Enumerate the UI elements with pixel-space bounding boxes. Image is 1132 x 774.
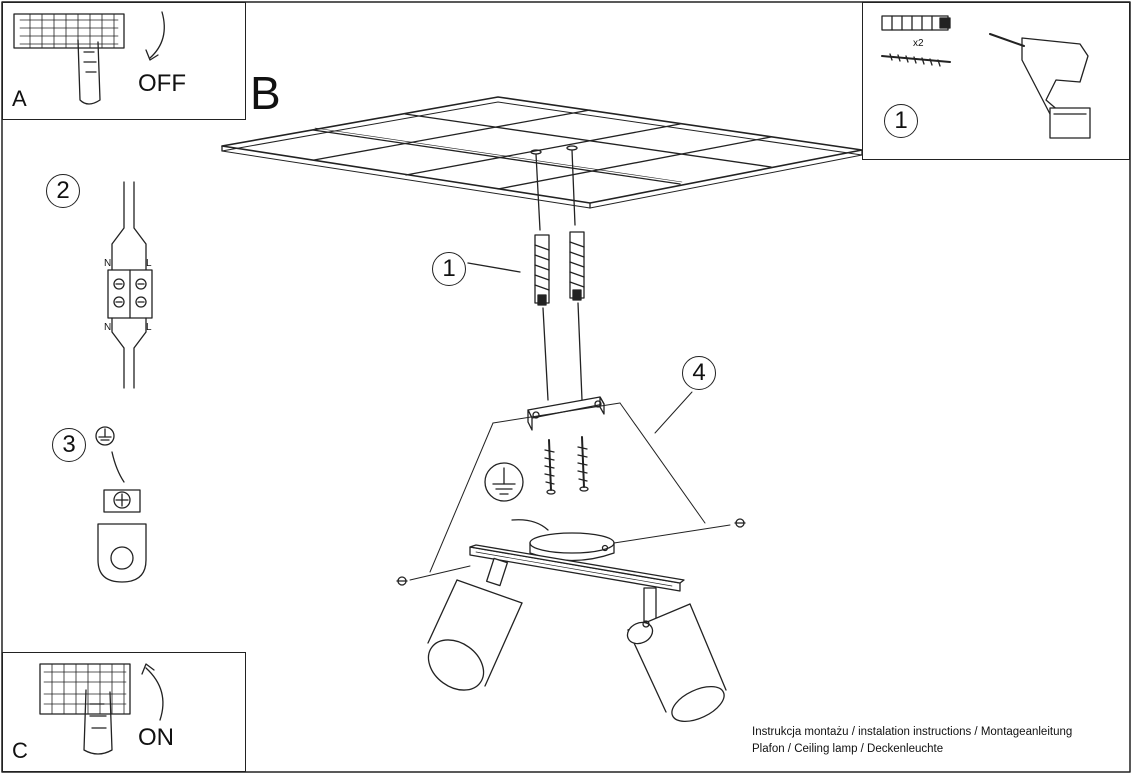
panel-c-letter: C (12, 738, 28, 763)
footer-instructions: Instrukcja montażu / instalation instruc… (752, 726, 1073, 738)
footer-product: Plafon / Ceiling lamp / Deckenleuchte (752, 743, 944, 755)
wall-plug-icon (569, 231, 585, 301)
screw-icon (396, 576, 408, 586)
screw-icon (577, 436, 589, 492)
switch-on-icon (39, 663, 164, 755)
terminal-n-label: N (104, 322, 112, 333)
step-number: 1 (432, 252, 466, 286)
terminal-connector-icon (107, 181, 153, 389)
switch-off-icon (13, 11, 165, 105)
ceiling-grid (221, 96, 863, 231)
panel-c (2, 652, 246, 772)
panel-a (2, 2, 246, 120)
bracket-guide (429, 391, 706, 573)
dowel-quantity: x2 (913, 38, 924, 49)
lamp-bar (469, 544, 685, 592)
drill-icon (989, 33, 1091, 139)
screw-icon (881, 53, 951, 67)
panel-c-action: ON (138, 724, 174, 751)
terminal-l-label: L (146, 322, 152, 333)
wall-plug-icon (881, 15, 951, 31)
panel-a-letter: A (12, 86, 27, 111)
panel-drill (862, 2, 1130, 160)
spotlight-left (427, 557, 523, 697)
step-number: 3 (52, 428, 86, 462)
step-number: 4 (682, 356, 716, 390)
terminal-n-label: N (104, 258, 112, 269)
wall-plug-icon (534, 234, 550, 306)
panel-a-action: OFF (138, 70, 186, 97)
ground-terminal-icon (95, 426, 147, 583)
step-number: 1 (884, 104, 918, 138)
screw-icon (544, 439, 556, 495)
spotlight-right (626, 587, 727, 722)
step-number: 2 (46, 174, 80, 208)
terminal-l-label: L (146, 258, 152, 269)
mounting-bracket (527, 396, 605, 431)
ground-symbol-icon (484, 462, 524, 502)
screw-icon (734, 518, 746, 528)
panel-b-letter: B (250, 67, 281, 119)
